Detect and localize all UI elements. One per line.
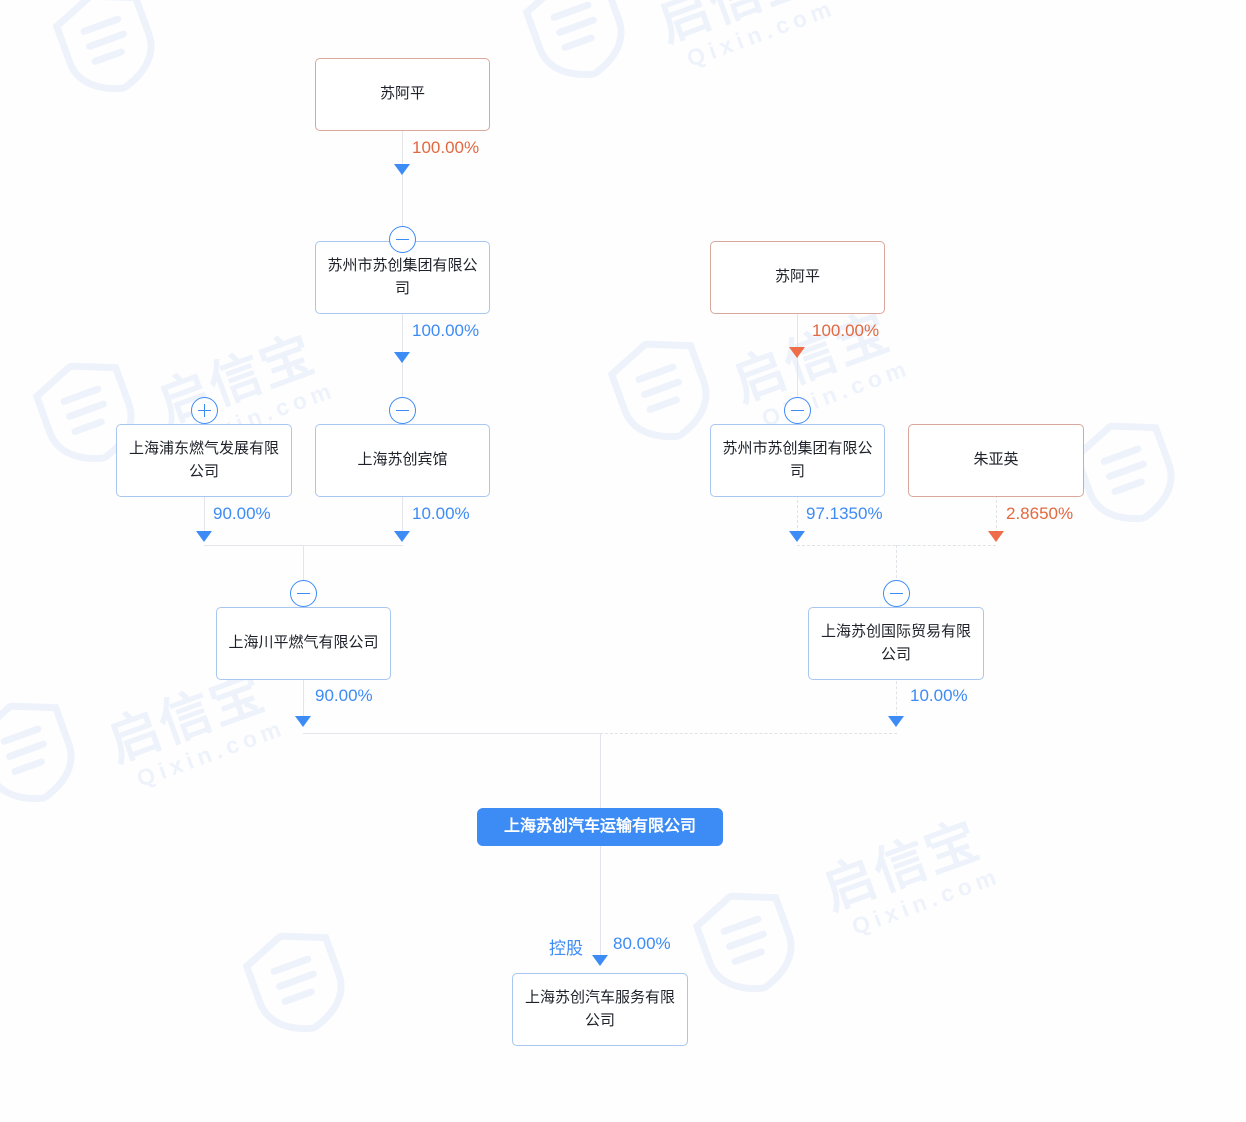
node-label: 朱亚英	[973, 451, 1019, 469]
percent-label: 10.00%	[412, 504, 470, 523]
node-label: 上海川平燃气有限公司	[228, 634, 379, 652]
collapse-toggle-minus-icon[interactable]	[389, 397, 416, 424]
percent-label: 10.00%	[910, 686, 968, 705]
node-company-suzhou-suchuang-group-2[interactable]: 苏州市苏创集团有限公司	[710, 424, 885, 497]
node-label: 苏阿平	[774, 268, 820, 286]
percent-label: 80.00%	[613, 934, 671, 953]
percent-label: 90.00%	[315, 686, 373, 705]
node-label: 苏阿平	[379, 85, 425, 103]
edge-arrow	[394, 531, 410, 542]
edge-arrow	[394, 164, 410, 175]
edge-line	[303, 545, 304, 593]
edge-line	[896, 676, 897, 720]
edge-line	[896, 545, 897, 593]
node-person-zhu-yaying[interactable]: 朱亚英	[908, 424, 1084, 497]
edge-arrow	[888, 716, 904, 727]
edge-arrow	[295, 716, 311, 727]
node-company-shanghai-suchuang-auto-service[interactable]: 上海苏创汽车服务有限公司	[512, 973, 688, 1046]
edge-arrow	[988, 531, 1004, 542]
percent-label: 100.00%	[412, 138, 480, 157]
edge-arrow	[789, 347, 805, 358]
collapse-toggle-minus-icon[interactable]	[883, 580, 910, 607]
edge-line	[402, 131, 403, 244]
percent-label: 90.00%	[213, 504, 271, 523]
node-company-suzhou-suchuang-group-1[interactable]: 苏州市苏创集团有限公司	[315, 241, 490, 314]
percent-label: 100.00%	[812, 321, 880, 340]
edge-line	[204, 495, 205, 533]
percent-label: 97.1350%	[806, 504, 883, 523]
node-label: 上海苏创国际贸易有限公司	[820, 623, 971, 663]
edge-arrow	[394, 352, 410, 363]
node-root-company-highlighted[interactable]: 上海苏创汽车运输有限公司	[477, 808, 723, 846]
collapse-toggle-minus-icon[interactable]	[389, 226, 416, 253]
node-label: 上海苏创汽车服务有限公司	[524, 989, 675, 1029]
node-label: 上海苏创汽车运输有限公司	[503, 818, 696, 835]
node-label: 上海苏创宾馆	[357, 451, 448, 469]
edge-arrow	[196, 531, 212, 542]
edge-line	[797, 314, 798, 427]
expand-toggle-plus-icon[interactable]	[191, 397, 218, 424]
collapse-toggle-minus-icon[interactable]	[784, 397, 811, 424]
edge-arrow	[592, 955, 608, 966]
node-person-su-aping-1[interactable]: 苏阿平	[315, 58, 490, 131]
edge-line	[797, 495, 798, 533]
edge-line	[303, 676, 304, 720]
collapse-toggle-minus-icon[interactable]	[290, 580, 317, 607]
edge-line	[600, 846, 601, 964]
node-person-su-aping-2[interactable]: 苏阿平	[710, 241, 885, 314]
edge-line	[600, 733, 897, 734]
percent-label: 100.00%	[412, 321, 480, 340]
relation-label: 控股	[549, 939, 583, 958]
node-label: 苏州市苏创集团有限公司	[722, 440, 873, 480]
percent-label: 2.8650%	[1006, 504, 1074, 523]
node-label: 上海浦东燃气发展有限公司	[128, 440, 279, 480]
edge-arrow	[789, 531, 805, 542]
node-company-shanghai-pudong-gas[interactable]: 上海浦东燃气发展有限公司	[116, 424, 292, 497]
edge-line	[600, 733, 601, 808]
node-company-shanghai-chuanping-gas[interactable]: 上海川平燃气有限公司	[216, 607, 391, 680]
node-label: 苏州市苏创集团有限公司	[327, 257, 478, 297]
edge-line	[996, 495, 997, 533]
edge-line	[402, 495, 403, 533]
node-company-shanghai-suchuang-hotel[interactable]: 上海苏创宾馆	[315, 424, 490, 497]
node-company-shanghai-suchuang-intl-trade[interactable]: 上海苏创国际贸易有限公司	[808, 607, 984, 680]
edge-line	[303, 733, 601, 734]
